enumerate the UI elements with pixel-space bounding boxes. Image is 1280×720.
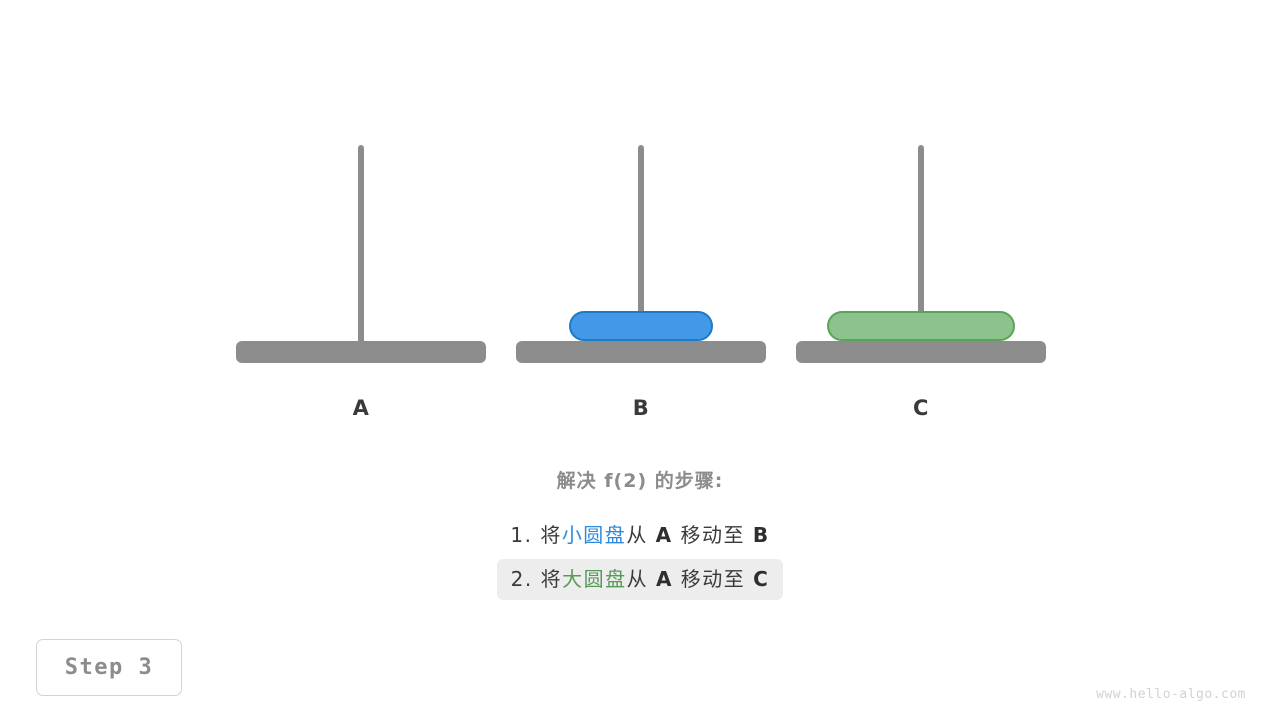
step-source-peg: A bbox=[655, 567, 673, 591]
peg-label-b: B bbox=[632, 396, 650, 420]
peg-rod-c bbox=[918, 145, 924, 353]
step-badge: Step 3 bbox=[36, 639, 182, 696]
step-index: 2. bbox=[510, 567, 541, 591]
step-move-word: 移动至 bbox=[680, 567, 746, 591]
step-move-word: 移动至 bbox=[680, 523, 746, 547]
disk-large-on-peg-c bbox=[827, 311, 1015, 341]
step-disk-name: 小圆盘 bbox=[561, 523, 627, 547]
step-line-2: 2. 将大圆盘从 A 移动至 C bbox=[496, 559, 784, 600]
step-badge-label: Step 3 bbox=[64, 655, 154, 680]
peg-label-a: A bbox=[352, 396, 370, 420]
peg-b: B bbox=[516, 0, 766, 440]
step-target-peg: C bbox=[753, 567, 770, 591]
step-disk-name: 大圆盘 bbox=[562, 567, 627, 591]
steps-title: 解决 f(2) 的步骤: bbox=[556, 470, 724, 492]
step-verb: 将 bbox=[540, 567, 563, 591]
tower-of-hanoi-diagram: A B C bbox=[236, 0, 1046, 440]
step-line-1: 1. 将小圆盘从 A 移动至 B bbox=[496, 515, 783, 556]
step-from-word: 从 bbox=[626, 523, 648, 547]
peg-base-b bbox=[516, 341, 766, 363]
step-source-peg: A bbox=[655, 523, 673, 547]
peg-rod-a bbox=[358, 145, 364, 353]
step-from-word: 从 bbox=[626, 567, 649, 591]
steps-block: 解决 f(2) 的步骤: 1. 将小圆盘从 A 移动至 B 2. 将大圆盘从 A… bbox=[0, 466, 1280, 600]
peg-c: C bbox=[796, 0, 1046, 440]
watermark: www.hello-algo.com bbox=[1096, 687, 1246, 702]
step-target-peg: B bbox=[752, 523, 770, 547]
peg-base-a bbox=[236, 341, 486, 363]
step-row: 2. 将大圆盘从 A 移动至 C bbox=[0, 559, 1280, 600]
step-index: 1. bbox=[510, 523, 541, 547]
peg-rod-b bbox=[638, 145, 644, 353]
peg-base-c bbox=[796, 341, 1046, 363]
disk-small-on-peg-b bbox=[569, 311, 713, 341]
step-row: 1. 将小圆盘从 A 移动至 B bbox=[0, 515, 1280, 556]
step-verb: 将 bbox=[540, 523, 562, 547]
peg-label-c: C bbox=[913, 396, 929, 420]
peg-a: A bbox=[236, 0, 486, 440]
